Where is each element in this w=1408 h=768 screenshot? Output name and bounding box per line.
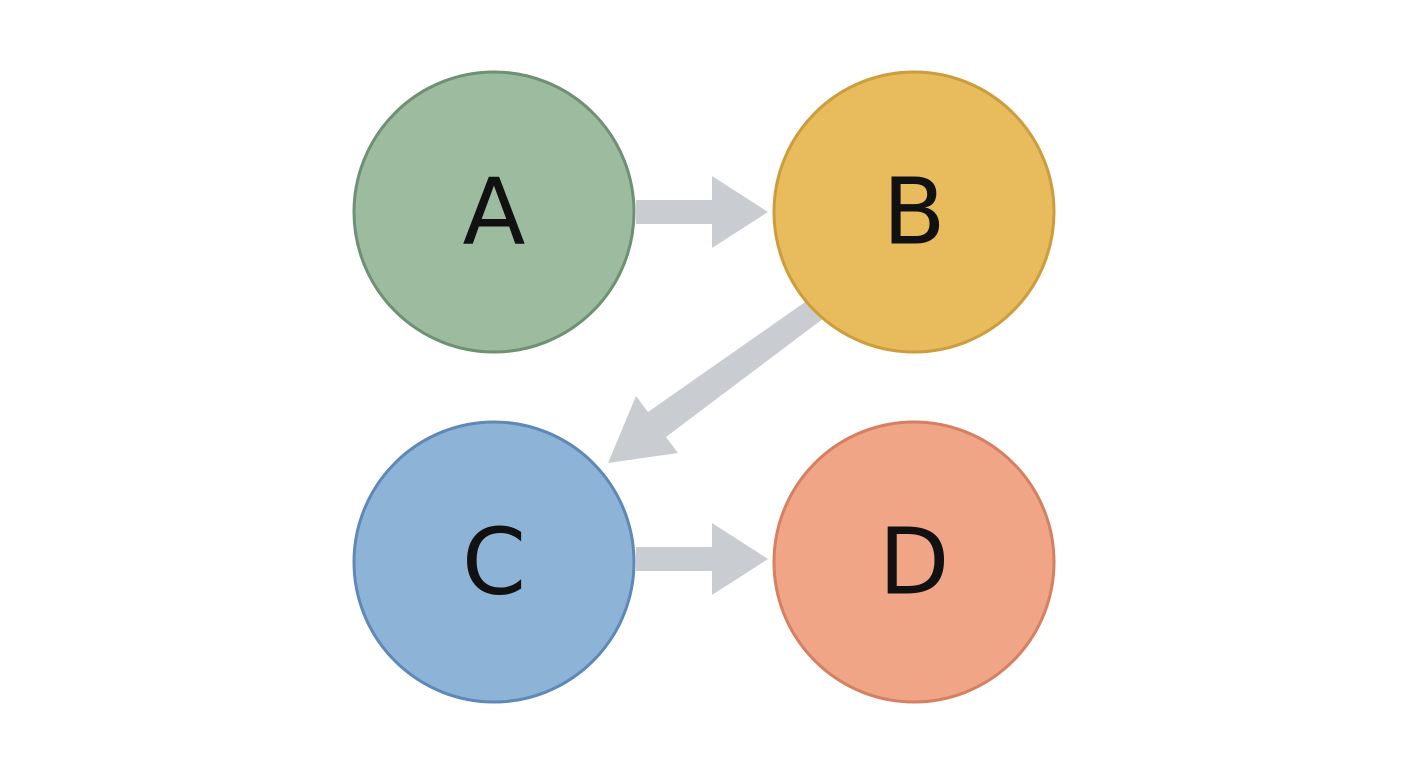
node-c-circle bbox=[352, 420, 636, 704]
node-d-circle bbox=[772, 420, 1056, 704]
arrow-c-to-d bbox=[636, 523, 768, 595]
node-c-label: C bbox=[462, 509, 526, 616]
node-a: A bbox=[352, 70, 636, 354]
node-b: B bbox=[772, 70, 1056, 354]
node-c: C bbox=[352, 420, 636, 704]
edges-layer bbox=[608, 176, 824, 595]
nodes-layer: A B C D bbox=[352, 70, 1056, 704]
node-b-circle bbox=[772, 70, 1056, 354]
node-a-circle bbox=[352, 70, 636, 354]
node-b-label: B bbox=[882, 159, 945, 266]
arrow-b-to-c bbox=[608, 300, 824, 463]
node-a-label: A bbox=[463, 159, 526, 266]
arrow-a-to-b bbox=[636, 176, 768, 248]
node-d: D bbox=[772, 420, 1056, 704]
node-d-label: D bbox=[879, 509, 950, 616]
